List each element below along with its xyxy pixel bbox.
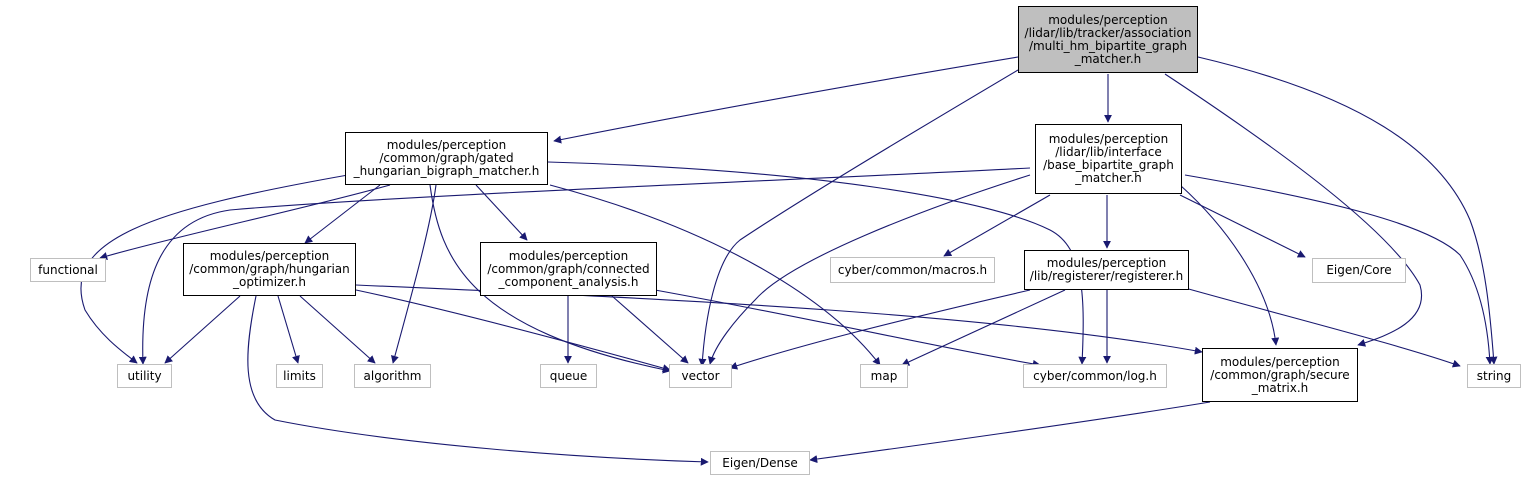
edge-registerer-to-map xyxy=(901,289,1066,366)
edge-gated-to-hungarian xyxy=(304,184,381,244)
node-cyber-common-macros[interactable]: cyber/common/macros.h xyxy=(830,257,995,283)
label-line: utility xyxy=(127,368,162,383)
node-vector[interactable]: vector xyxy=(669,364,732,388)
label-line: algorithm xyxy=(363,368,422,383)
node-label: utility xyxy=(127,368,162,383)
label-line: cyber/common/log.h xyxy=(1033,368,1157,383)
label-line: /lidar/lib/tracker/association xyxy=(1024,25,1192,40)
edge-multi-hm-to-string xyxy=(1197,56,1498,365)
node-label: cyber/common/log.h xyxy=(1033,368,1157,383)
node-label: vector xyxy=(681,368,720,383)
node-label: modules/perception /lib/registerer/regis… xyxy=(1030,257,1183,283)
edge-connected-to-vector xyxy=(611,295,689,364)
edge-connected-to-log xyxy=(654,289,1041,368)
edge-base-bip-to-vector xyxy=(707,174,1031,365)
edge-multi-hm-to-vector xyxy=(698,69,1019,367)
label-line: modules/perception xyxy=(1046,256,1167,270)
node-label: modules/perception /lidar/lib/tracker/as… xyxy=(1024,12,1192,66)
edge-gated-to-algorithm xyxy=(391,184,437,364)
edge-hungarian-to-algorithm xyxy=(299,295,376,364)
label-line: modules/perception xyxy=(508,248,629,263)
label-line: _matcher.h xyxy=(1075,171,1142,185)
edge-registerer-to-vector xyxy=(729,289,1031,370)
label-line: functional xyxy=(38,262,98,277)
label-line: _matrix.h xyxy=(1251,380,1309,395)
label-line: modules/perception xyxy=(1220,354,1340,369)
label-line: _optimizer.h xyxy=(233,275,306,289)
node-label: algorithm xyxy=(363,368,422,383)
node-label: Eigen/Dense xyxy=(722,455,798,470)
edge-base-bip-to-utility xyxy=(138,167,1031,365)
label-line: cyber/common/macros.h xyxy=(837,262,988,277)
node-queue[interactable]: queue xyxy=(540,364,597,388)
label-line: /common/graph/hungarian xyxy=(189,262,350,276)
label-line: /lidar/lib/interface xyxy=(1055,145,1162,159)
label-line: Eigen/Dense xyxy=(722,455,798,470)
label-line: _component_analysis.h xyxy=(498,274,639,289)
label-line: /multi_hm_bipartite_graph xyxy=(1028,38,1188,53)
node-connected-component-analysis[interactable]: modules/perception /common/graph/connect… xyxy=(480,242,657,296)
label-line: Eigen/Core xyxy=(1326,263,1392,277)
node-label: functional xyxy=(38,262,98,277)
label-line: /base_bipartite_graph xyxy=(1043,158,1174,172)
node-utility[interactable]: utility xyxy=(117,364,172,388)
edge-hungarian-to-vector xyxy=(355,289,671,372)
label-line: modules/perception xyxy=(1048,132,1169,146)
node-secure-matrix[interactable]: modules/perception /common/graph/secure … xyxy=(1202,348,1358,402)
label-line: modules/perception xyxy=(209,249,330,263)
node-multi-hm-bipartite-graph-matcher[interactable]: modules/perception /lidar/lib/tracker/as… xyxy=(1018,6,1198,73)
node-map[interactable]: map xyxy=(860,364,908,388)
label-line: /common/graph/secure xyxy=(1210,367,1350,382)
edges-layer xyxy=(80,56,1498,466)
label-line: /common/graph/gated xyxy=(379,151,514,165)
node-registerer[interactable]: modules/perception /lib/registerer/regis… xyxy=(1024,250,1189,290)
node-algorithm[interactable]: algorithm xyxy=(354,364,431,388)
node-label: queue xyxy=(549,368,588,383)
label-line: _matcher.h xyxy=(1074,51,1142,66)
edge-gated-to-functional xyxy=(99,184,391,260)
label-line: limits xyxy=(283,368,316,383)
node-label: modules/perception /lidar/lib/interface … xyxy=(1043,133,1174,185)
label-line: modules/perception xyxy=(1048,12,1168,27)
edge-multi-hm-to-gated xyxy=(553,56,1019,144)
edge-base-bip-to-secure xyxy=(1179,184,1280,346)
node-label: modules/perception /common/graph/hungari… xyxy=(189,250,350,289)
node-label: modules/perception /common/graph/connect… xyxy=(487,248,650,289)
node-label: string xyxy=(1476,368,1512,383)
node-limits[interactable]: limits xyxy=(276,364,323,388)
node-eigen-dense[interactable]: Eigen/Dense xyxy=(710,451,810,475)
node-string[interactable]: string xyxy=(1467,364,1521,388)
edge-base-bip-to-eigen-core xyxy=(1179,194,1306,258)
edge-base-bip-to-macros xyxy=(943,194,1051,257)
node-label: modules/perception /common/graph/secure … xyxy=(1210,354,1350,395)
edge-hungarian-to-eigen-dense xyxy=(247,295,709,466)
label-line: _hungarian_bigraph_matcher.h xyxy=(353,164,540,178)
node-gated-hungarian-bigraph-matcher[interactable]: modules/perception /common/graph/gated _… xyxy=(345,132,548,185)
edge-gated-to-map xyxy=(549,184,881,366)
node-cyber-common-log[interactable]: cyber/common/log.h xyxy=(1023,364,1167,388)
label-line: modules/perception xyxy=(386,138,507,152)
node-hungarian-optimizer[interactable]: modules/perception /common/graph/hungari… xyxy=(183,243,356,296)
node-label: map xyxy=(870,368,898,383)
label-line: /lib/registerer/registerer.h xyxy=(1029,269,1184,283)
node-functional[interactable]: functional xyxy=(30,258,106,282)
node-base-bipartite-graph-matcher[interactable]: modules/perception /lidar/lib/interface … xyxy=(1035,124,1182,194)
node-label: limits xyxy=(283,368,316,383)
edge-multi-hm-to-secure xyxy=(1164,73,1423,347)
node-label: modules/perception /common/graph/gated _… xyxy=(354,139,540,178)
node-label: cyber/common/macros.h xyxy=(837,262,988,277)
edge-hungarian-to-limits xyxy=(277,295,300,364)
label-line: queue xyxy=(549,368,588,383)
edge-secure-to-eigen-dense xyxy=(809,401,1211,464)
edge-registerer-to-string xyxy=(1184,287,1461,368)
label-line: vector xyxy=(681,368,720,383)
node-label: Eigen/Core xyxy=(1326,264,1391,277)
edge-base-bip-to-string xyxy=(1184,174,1494,365)
node-eigen-core[interactable]: Eigen/Core xyxy=(1312,258,1406,283)
edge-hungarian-to-utility xyxy=(164,295,241,364)
label-line: /common/graph/connected xyxy=(487,261,650,276)
label-line: string xyxy=(1476,368,1512,383)
label-line: map xyxy=(870,368,898,383)
